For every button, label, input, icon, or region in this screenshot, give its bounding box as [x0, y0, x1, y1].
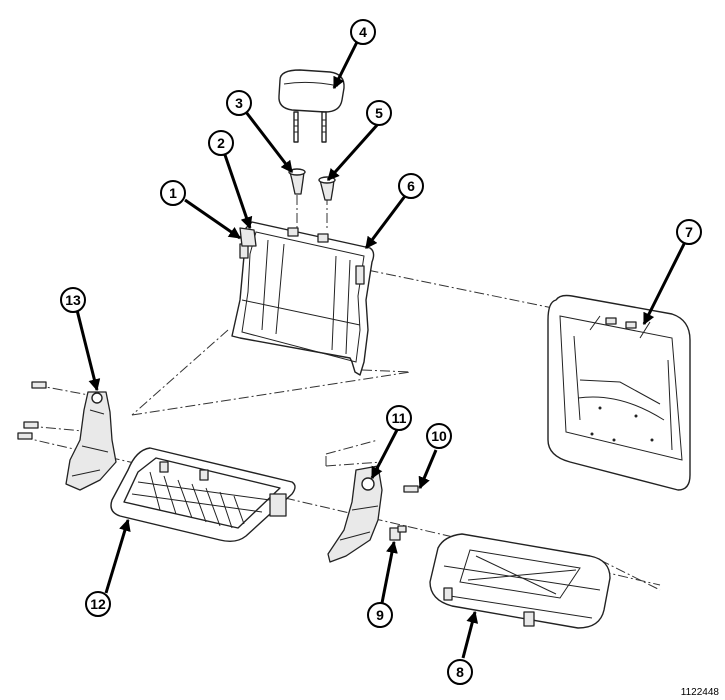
callout-label-9: 9	[376, 607, 384, 623]
callout-label-4: 4	[359, 24, 367, 40]
right-hinge-bracket	[327, 465, 383, 563]
bolt-10	[403, 485, 419, 493]
callout-7: 7	[676, 219, 702, 245]
callout-label-8: 8	[456, 664, 464, 680]
callout-6: 6	[398, 173, 424, 199]
figure-number: 1122448	[680, 687, 719, 698]
callout-10: 10	[426, 423, 452, 449]
headrest-guide-right	[318, 176, 336, 201]
callout-label-10: 10	[431, 428, 447, 444]
bolt-9	[389, 525, 407, 541]
callout-label-7: 7	[685, 224, 693, 240]
headrest-guide-left	[288, 168, 306, 195]
headrest	[278, 69, 345, 143]
seat-cushion	[429, 533, 611, 629]
callout-label-3: 3	[235, 95, 243, 111]
callout-label-2: 2	[217, 135, 225, 151]
callout-2: 2	[208, 130, 234, 156]
callout-label-11: 11	[392, 410, 407, 426]
callout-12: 12	[85, 591, 111, 617]
callout-label-6: 6	[407, 178, 415, 194]
callout-label-12: 12	[90, 596, 106, 612]
seatback-frame	[231, 221, 375, 376]
callout-label-13: 13	[65, 292, 81, 308]
callout-11: 11	[386, 405, 412, 431]
frame-bracket	[239, 227, 257, 247]
left-bolts	[17, 381, 47, 440]
left-hinge-bracket	[65, 391, 117, 491]
callout-9: 9	[367, 602, 393, 628]
seatback-cushion	[547, 294, 691, 491]
leader-arrows	[75, 41, 687, 659]
callout-13: 13	[60, 287, 86, 313]
callout-label-5: 5	[375, 105, 383, 121]
callout-5: 5	[366, 100, 392, 126]
callout-label-1: 1	[169, 185, 177, 201]
callout-3: 3	[226, 90, 252, 116]
callout-4: 4	[350, 19, 376, 45]
seat-cushion-frame	[110, 447, 296, 543]
callout-8: 8	[447, 659, 473, 685]
callout-1: 1	[160, 180, 186, 206]
